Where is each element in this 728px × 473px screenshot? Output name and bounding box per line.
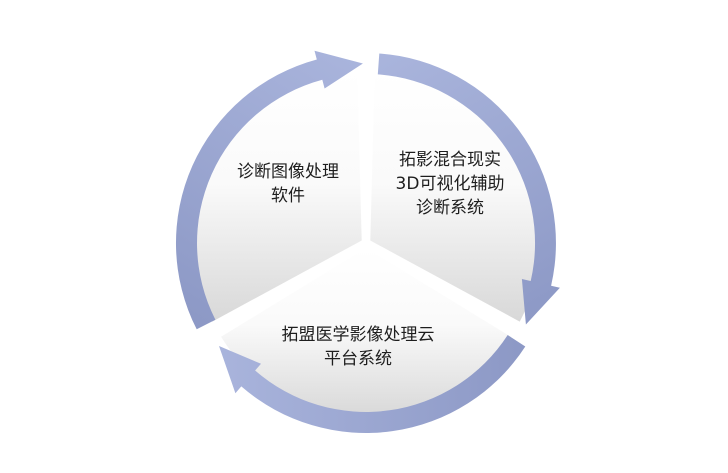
cycle-item-diagnostic-software: 诊断图像处理 软件 [208,160,368,208]
cycle-item-cloud-platform: 拓盟医学影像处理云 平台系统 [258,323,458,371]
cycle-arrow-icon [175,50,363,330]
cycle-item-line: 拓影混合现实 [399,150,501,170]
cycle-item-line: 诊断系统 [416,198,484,218]
cycle-item-line: 3D可视化辅助 [395,174,505,194]
cycle-arrow-icon [219,335,526,434]
cycle-item-mixed-reality-system: 拓影混合现实 3D可视化辅助 诊断系统 [370,148,530,220]
cycle-item-line: 拓盟医学影像处理云 [281,325,435,345]
cycle-item-line: 诊断图像处理 [237,162,339,182]
cycle-item-line: 平台系统 [324,349,392,369]
cycle-item-line: 软件 [271,186,305,206]
cycle-arrow-icon [377,53,560,325]
cycle-sector [221,248,511,418]
